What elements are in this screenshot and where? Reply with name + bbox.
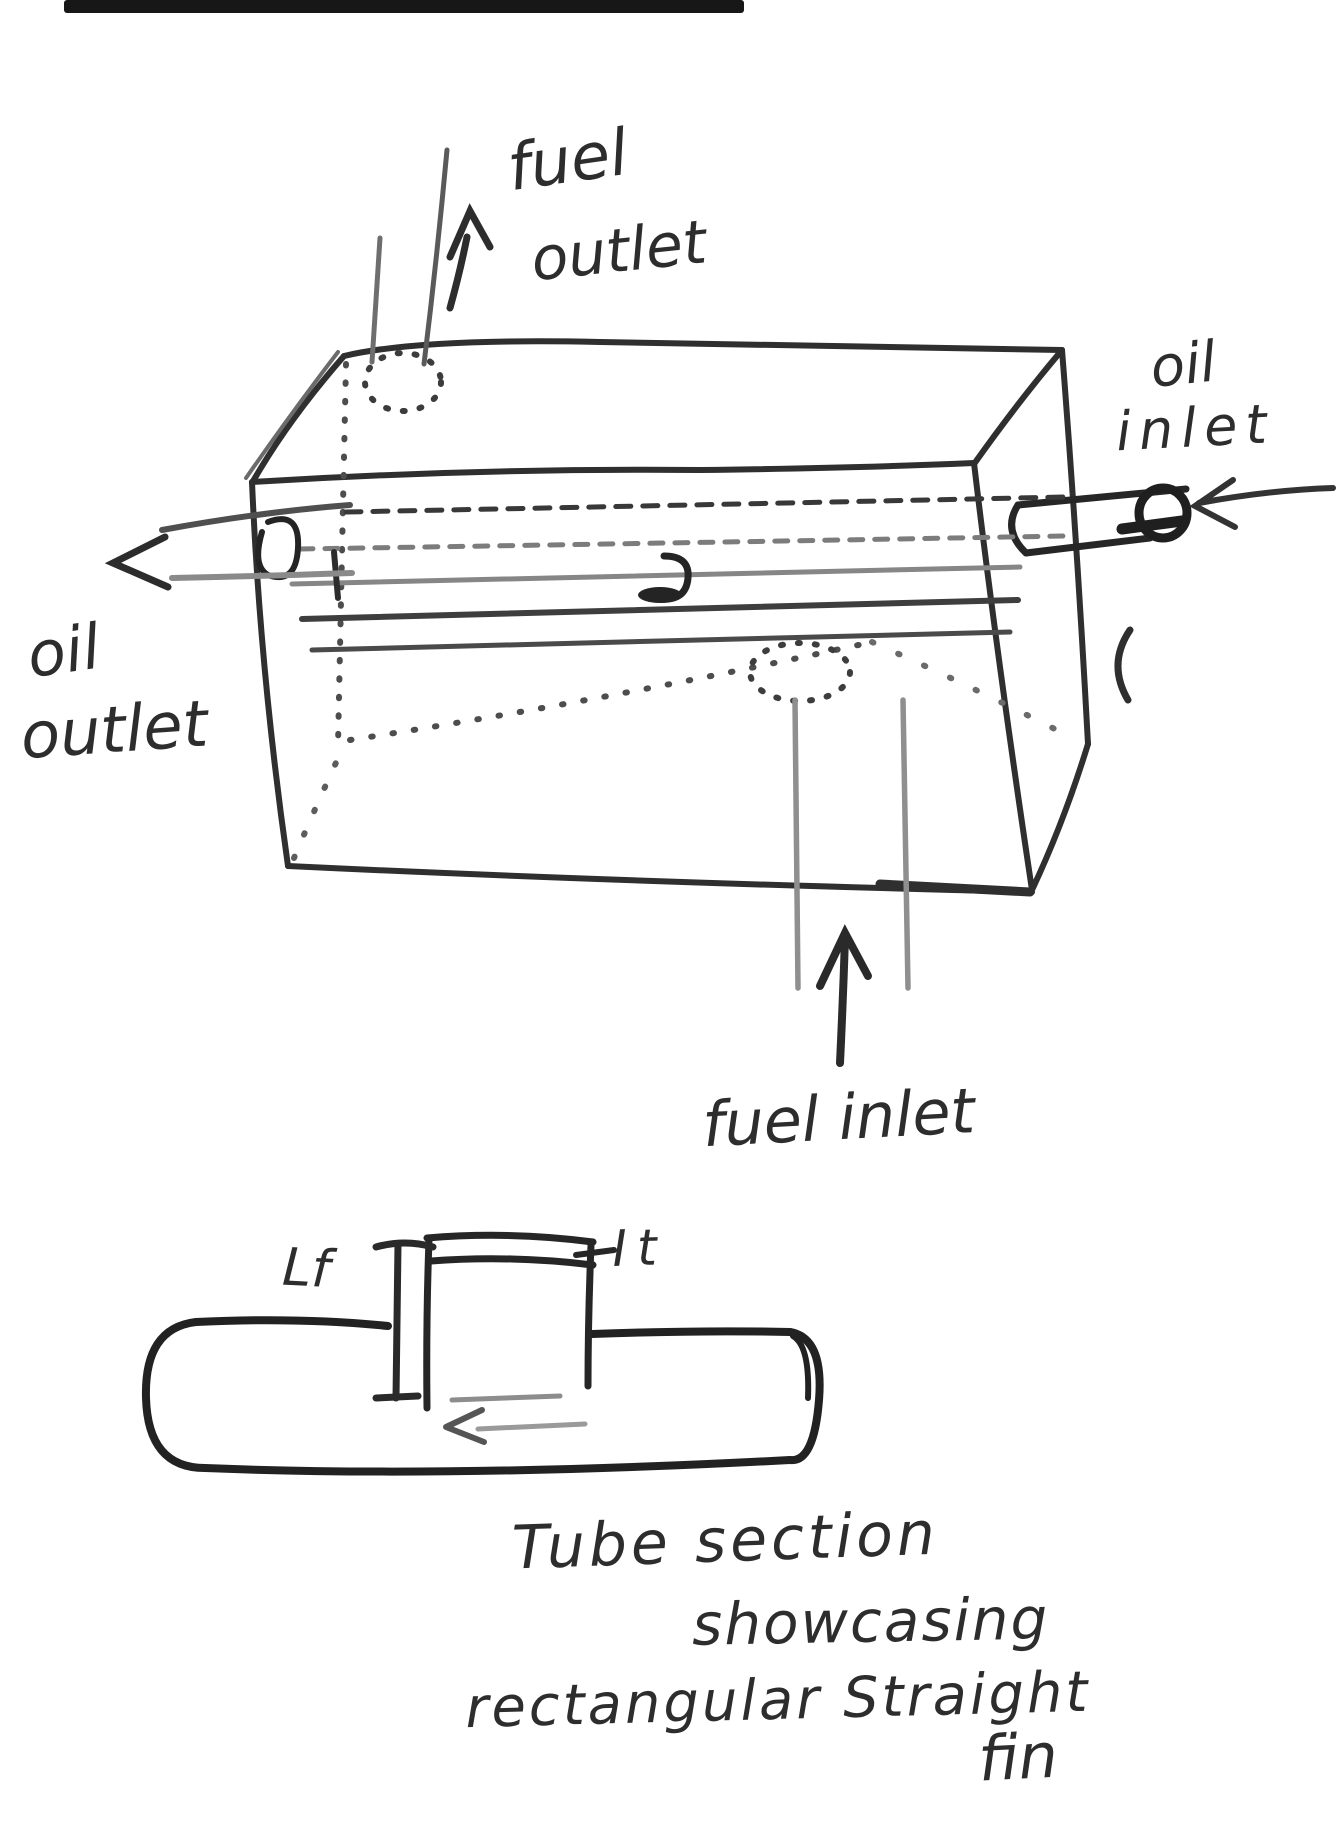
tube-section-top-right	[588, 1327, 794, 1338]
oil-outlet-label-word2: outlet	[18, 687, 213, 774]
tube-section-right-cap-overdraw	[790, 1333, 812, 1401]
fuel-inlet-arrow-shaft	[836, 934, 849, 1067]
fin-length-label: Lf	[281, 1238, 338, 1301]
box-front-left-edge	[249, 479, 291, 869]
tube-section-right-cap	[786, 1328, 824, 1465]
heat-exchanger-box	[244, 338, 1134, 897]
box-right-bottom-edge	[1029, 741, 1091, 893]
oil-outlet-arrow-head	[104, 533, 172, 591]
caption-line-4: fin	[977, 1719, 1060, 1796]
fuel-inlet-pipe-right	[900, 697, 911, 991]
box-hidden-bottom-left-edge	[291, 751, 343, 861]
oil-inlet-arrow-shaft	[1196, 485, 1336, 506]
fuel-inlet-label: fuel inlet	[701, 1074, 980, 1161]
tube-end-blob	[638, 587, 682, 603]
fuel-outlet-assembly	[362, 147, 494, 414]
tube-line-solid-3	[309, 629, 1013, 653]
box-right-face-crescent-mark	[1114, 626, 1134, 704]
oil-outlet-label-word1: oil	[23, 610, 105, 692]
scanner-artifact-bar	[64, 0, 744, 13]
tube-flow-arrow-head	[443, 1407, 487, 1445]
tube-line-dashed-1	[343, 494, 1066, 515]
box-front-right-edge	[971, 460, 1035, 893]
box-hidden-back-left-edge	[335, 361, 349, 749]
fin-left-edge	[423, 1236, 433, 1412]
box-top-right-edge	[971, 347, 1065, 467]
fin-length-dimension-line	[392, 1240, 402, 1402]
fuel-outlet-pipe-left	[369, 235, 383, 365]
box-hidden-back-bottom-right-edge	[869, 639, 1079, 743]
fuel-inlet-assembly	[747, 640, 911, 1067]
box-top-back-edge	[341, 338, 1065, 359]
fin-top-edge	[423, 1231, 597, 1246]
box-top-front-edge	[249, 460, 977, 485]
caption-line-1: Tube section	[511, 1499, 940, 1584]
tube-section-top-left	[192, 1316, 392, 1330]
fuel-outlet-arrow-shaft	[446, 233, 471, 312]
oil-inlet-label-word1: oil	[1147, 329, 1219, 401]
fin-thickness-label: It	[611, 1218, 667, 1278]
tube-flow-arrow-shaft-2	[475, 1421, 588, 1432]
box-top-left-edge-overdraw	[244, 350, 340, 480]
tube-section-left-cap	[141, 1318, 209, 1472]
box-front-bottom-edge-overdraw	[875, 879, 1035, 897]
oil-outlet-pipe-top	[159, 502, 353, 533]
tube-bundle	[289, 494, 1066, 653]
fuel-outlet-label-word1: fuel	[503, 116, 633, 206]
fin-length-dimension-top-serif	[372, 1239, 437, 1251]
fuel-outlet-pipe-right	[421, 147, 450, 367]
oil-inlet-pipe-shading	[1116, 515, 1188, 535]
tube-flow-arrow-shaft-1	[449, 1393, 563, 1403]
fuel-inlet-hole	[747, 640, 853, 704]
fuel-inlet-pipe-left	[792, 697, 801, 991]
tube-line-solid-2	[299, 597, 1021, 622]
oil-outlet-pipe-bottom	[169, 570, 355, 581]
fin-length-dimension-bottom-serif	[372, 1392, 422, 1402]
caption-line-2: showcasing	[691, 1585, 1049, 1659]
oil-inlet-arrow-head	[1189, 477, 1238, 530]
oil-outlet-assembly	[104, 502, 355, 591]
tube-line-dashed-2	[297, 533, 1066, 552]
fuel-outlet-hole	[362, 350, 444, 414]
fin-thickness-tick	[573, 1247, 617, 1258]
oil-outlet-hole-scribble	[255, 516, 302, 581]
box-top-left-edge	[249, 353, 347, 486]
oil-inlet-assembly	[1008, 477, 1336, 557]
box-hidden-edges	[291, 361, 1079, 861]
oil-inlet-label-word2: inlet	[1114, 392, 1276, 463]
tube-section-diagram	[141, 1231, 824, 1476]
fuel-outlet-arrow-head	[446, 203, 494, 261]
fin-top-edge-overdraw	[427, 1255, 597, 1269]
fuel-outlet-label-word2: outlet	[528, 207, 712, 295]
fuel-inlet-arrow-head	[816, 924, 872, 990]
oil-inlet-pipe-left-cap	[1008, 501, 1030, 557]
oil-inlet-pipe-opening	[1134, 483, 1192, 543]
oil-inlet-pipe-bottom	[1022, 534, 1154, 557]
tube-line-solid-1	[289, 564, 1023, 587]
tube-section-bottom	[201, 1456, 794, 1476]
